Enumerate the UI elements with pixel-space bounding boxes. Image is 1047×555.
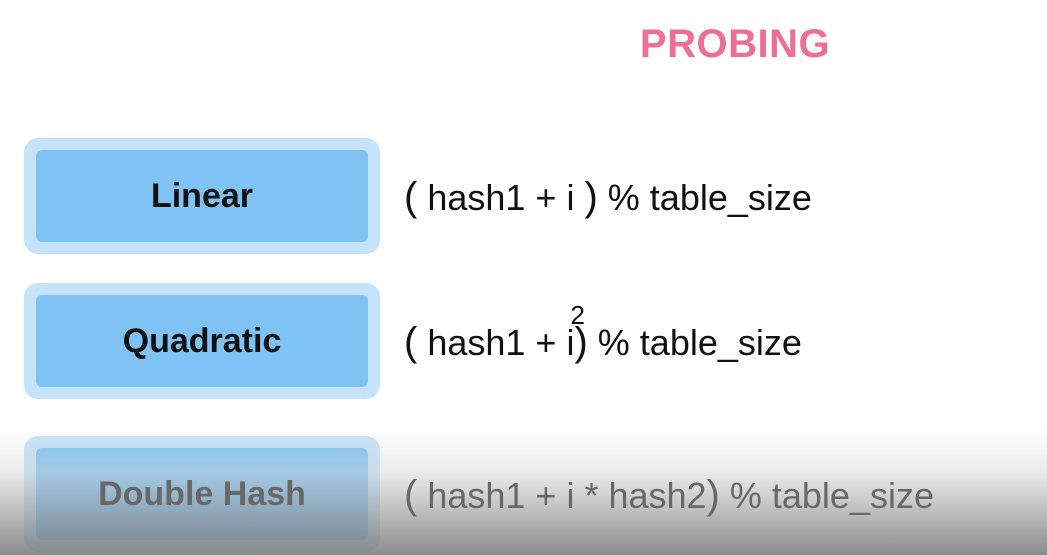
formula-close-paren: )	[574, 320, 588, 364]
formula-main: hash1 + i	[417, 177, 585, 218]
formula-rest: % table_size	[587, 322, 802, 363]
page-title: PROBING	[639, 22, 831, 66]
formula-close-paren: )	[706, 473, 720, 517]
method-label-quadratic: Quadratic	[122, 321, 282, 360]
formula-rest: % table_size	[597, 177, 812, 218]
probing-row-linear: Linear ( hash1 + i ) % table_size	[0, 138, 1047, 256]
formula-rest: % table_size	[719, 475, 934, 516]
formula-double-hash: ( hash1 + i * hash2) % table_size	[404, 470, 934, 521]
formula-linear: ( hash1 + i ) % table_size	[404, 172, 812, 223]
formula-main: hash1 + i * hash2	[417, 475, 707, 516]
formula-main: hash1 +	[417, 322, 567, 363]
method-box-linear: Linear	[24, 138, 380, 254]
formula-close-paren: )	[584, 175, 598, 219]
formula-open-paren: (	[404, 175, 418, 219]
method-box-inner: Double Hash	[36, 448, 368, 540]
formula-open-paren: (	[404, 473, 418, 517]
method-box-inner: Quadratic	[36, 295, 368, 387]
method-box-quadratic: Quadratic	[24, 283, 380, 399]
formula-exponent: 2	[570, 300, 585, 330]
method-label-double-hash: Double Hash	[98, 474, 306, 513]
formula-base: i	[566, 322, 575, 363]
formula-open-paren: (	[404, 320, 418, 364]
method-box-inner: Linear	[36, 150, 368, 242]
probing-row-double-hash: Double Hash ( hash1 + i * hash2) % table…	[0, 436, 1047, 554]
method-box-double-hash: Double Hash	[24, 436, 380, 552]
method-label-linear: Linear	[150, 176, 254, 215]
